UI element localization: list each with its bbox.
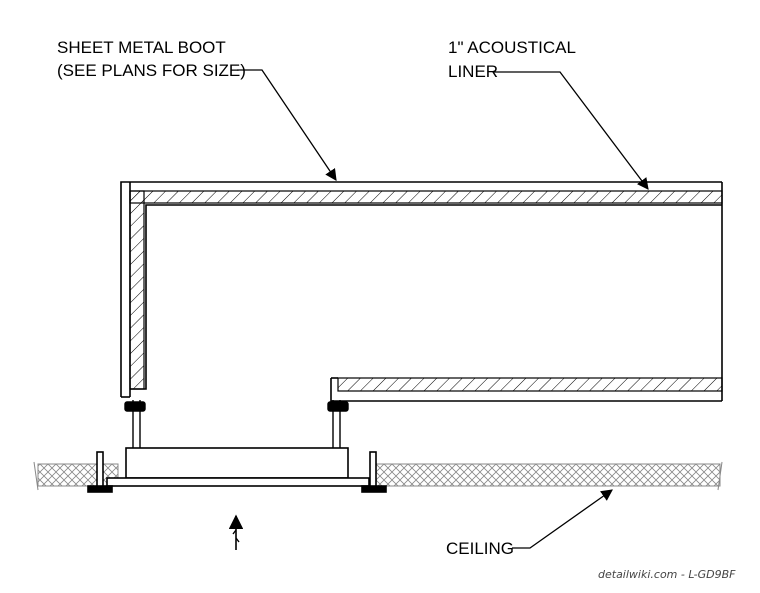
boot-label-line2: (SEE PLANS FOR SIZE): [57, 61, 246, 80]
boot-fasteners: [124, 400, 349, 448]
credit-watermark: detailwiki.com - L-GD9BF: [598, 568, 736, 581]
leader-lines: [237, 69, 649, 549]
acoustical-liner: [129, 190, 723, 392]
liner-label-line2: LINER: [448, 62, 498, 81]
liner-label-line1: 1" ACOUSTICAL: [448, 38, 576, 57]
boot-label-line1: SHEET METAL BOOT: [57, 38, 226, 57]
ceiling-diffuser: [87, 447, 387, 493]
ceiling-label: CEILING: [446, 539, 514, 558]
sheet-metal-boot: [120, 181, 723, 402]
airflow-arrow-icon: [228, 514, 244, 550]
